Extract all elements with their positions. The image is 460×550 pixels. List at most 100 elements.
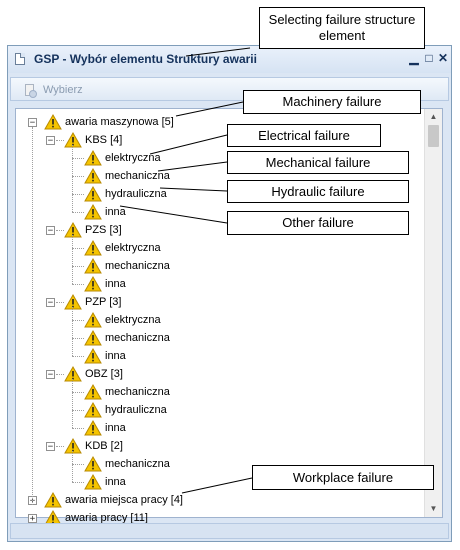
tree-connector (72, 212, 84, 213)
tree-node-kbs-item[interactable]: inna (84, 203, 126, 221)
tree-node-pzp-item[interactable]: inna (84, 347, 126, 365)
select-button[interactable]: Wybierz (25, 81, 83, 98)
tree-node-machinery[interactable]: awaria maszynowa [5] (44, 113, 174, 131)
warning-triangle-icon (84, 401, 102, 418)
tree-node-label: inna (105, 476, 126, 488)
tree-connector (72, 410, 84, 411)
collapse-minus-icon[interactable]: − (46, 370, 55, 380)
app-document-icon (15, 53, 25, 65)
callout-hydraulic-failure: Hydraulic failure (227, 180, 409, 203)
tree-node-pzp-item[interactable]: elektryczna (84, 311, 161, 329)
tree-node-kbs[interactable]: KBS [4] (64, 131, 122, 149)
tree-node-label: elektryczna (105, 314, 161, 326)
collapse-minus-icon[interactable]: − (28, 118, 37, 128)
tree-node-pzs-item[interactable]: mechaniczna (84, 257, 170, 275)
tree-node-pzp[interactable]: PZP [3] (64, 293, 121, 311)
tree-connector (72, 451, 73, 482)
warning-triangle-icon (84, 275, 102, 292)
collapse-minus-icon[interactable]: − (46, 136, 55, 146)
tree-connector (56, 230, 64, 231)
tree-node-label: inna (105, 422, 126, 434)
tree-connector (72, 145, 73, 212)
maximize-button[interactable]: □ (425, 51, 433, 65)
tree-node-label: awaria miejsca pracy [4] (65, 494, 183, 506)
tree-connector (72, 482, 84, 483)
minimize-button[interactable]: ▁ (409, 51, 419, 65)
select-button-label: Wybierz (43, 83, 83, 96)
warning-triangle-icon (84, 167, 102, 184)
tree-node-kbs-item[interactable]: hydrauliczna (84, 185, 167, 203)
tree-node-kbs-item[interactable]: mechaniczna (84, 167, 170, 185)
tree-node-label: KBS [4] (85, 134, 123, 146)
warning-triangle-icon (84, 455, 102, 472)
warning-triangle-icon (84, 383, 102, 400)
warning-triangle-icon (84, 239, 102, 256)
tree-node-label: mechaniczna (105, 458, 170, 470)
callout-other-failure: Other failure (227, 211, 409, 235)
tree-connector (72, 194, 84, 195)
collapse-minus-icon[interactable]: − (46, 226, 55, 236)
expand-plus-icon[interactable]: + (28, 514, 37, 524)
warning-triangle-icon (84, 329, 102, 346)
warning-triangle-icon (64, 293, 82, 310)
callout-title-note: Selecting failure structure element (259, 7, 425, 49)
warning-triangle-icon (84, 185, 102, 202)
tree-node-kbs-item[interactable]: elektryczna (84, 149, 161, 167)
warning-triangle-icon (64, 221, 82, 238)
tree-node-label: hydrauliczna (105, 404, 167, 416)
warning-triangle-icon (44, 491, 62, 508)
tree-node-obz-item[interactable]: inna (84, 419, 126, 437)
tree-node-obz[interactable]: OBZ [3] (64, 365, 123, 383)
document-select-icon (25, 83, 37, 98)
tree-node-label: hydrauliczna (105, 188, 167, 200)
tree-node-partial[interactable]: awaria pracy [11] (44, 509, 148, 527)
collapse-minus-icon[interactable]: − (46, 298, 55, 308)
warning-triangle-icon (84, 347, 102, 364)
tree-node-obz-item[interactable]: mechaniczna (84, 383, 170, 401)
scroll-up-icon[interactable]: ▲ (429, 112, 438, 121)
tree-connector (72, 356, 84, 357)
tree-node-label: PZS [3] (85, 224, 122, 236)
tree-node-label: awaria pracy [11] (65, 512, 148, 524)
tree-node-label: elektryczna (105, 152, 161, 164)
tree-connector (72, 266, 84, 267)
tree-connector (72, 235, 73, 284)
tree-connector (72, 248, 84, 249)
vertical-scrollbar[interactable]: ▲ ▼ (424, 109, 442, 517)
tree-node-pzs-item[interactable]: elektryczna (84, 239, 161, 257)
tree-connector (72, 284, 84, 285)
tree-connector (32, 127, 33, 505)
tree-node-label: PZP [3] (85, 296, 122, 308)
warning-triangle-icon (84, 311, 102, 328)
tree-node-kdb[interactable]: KDB [2] (64, 437, 123, 455)
tree-connector (72, 338, 84, 339)
warning-triangle-icon (44, 113, 62, 130)
tree-node-pzs[interactable]: PZS [3] (64, 221, 122, 239)
tree-node-kdb-item[interactable]: inna (84, 473, 126, 491)
collapse-minus-icon[interactable]: − (46, 442, 55, 452)
tree-connector (72, 307, 73, 356)
tree-connector (72, 464, 84, 465)
tree-node-label: mechaniczna (105, 260, 170, 272)
scroll-down-icon[interactable]: ▼ (429, 504, 438, 513)
tree-node-workplace[interactable]: awaria miejsca pracy [4] (44, 491, 183, 509)
tree-node-pzs-item[interactable]: inna (84, 275, 126, 293)
title-bar[interactable]: GSP - Wybór elementu Struktury awarii ▁ … (8, 46, 451, 73)
tree-node-kdb-item[interactable]: mechaniczna (84, 455, 170, 473)
failure-tree[interactable]: ▲ ▼ awaria maszynowa [5]−KBS [4]−elektry… (15, 108, 443, 526)
tree-node-pzp-item[interactable]: mechaniczna (84, 329, 170, 347)
tree-node-label: mechaniczna (105, 386, 170, 398)
tree-connector (72, 158, 84, 159)
tree-connector (72, 176, 84, 177)
tree-connector (56, 374, 64, 375)
callout-electrical-failure: Electrical failure (227, 124, 381, 147)
tree-node-label: KDB [2] (85, 440, 123, 452)
tree-node-label: mechaniczna (105, 332, 170, 344)
tree-connector (72, 320, 84, 321)
tree-connector (56, 446, 64, 447)
tree-node-obz-item[interactable]: hydrauliczna (84, 401, 167, 419)
callout-workplace-failure: Workplace failure (252, 465, 434, 490)
tree-node-label: elektryczna (105, 242, 161, 254)
close-button[interactable]: ✕ (437, 51, 449, 65)
scroll-thumb[interactable] (428, 125, 439, 147)
